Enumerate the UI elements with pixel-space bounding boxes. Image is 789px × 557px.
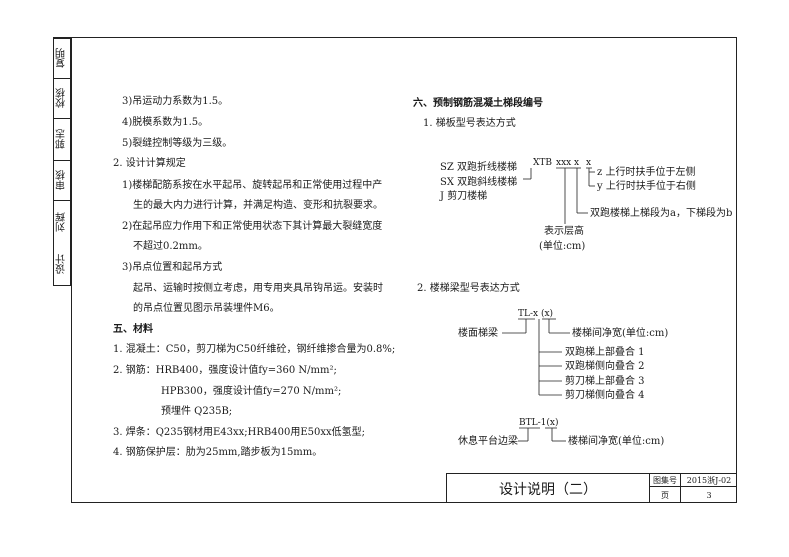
page-label: 页 [650, 487, 681, 503]
material-welding: 3. 焊条：Q235钢材用E43xx;HRB400用E50xx低氢型; [113, 427, 366, 438]
rule-2b: 不超过0.2mm。 [133, 241, 208, 252]
section-numbering: 六、预制钢筋混凝土梯段编号 [413, 98, 543, 109]
note-lift-factor: 3)吊运动力系数为1.5。 [122, 96, 229, 107]
rule-1b: 生的最大内力进行计算，并满足构造、变形和抗裂要求。 [133, 200, 383, 211]
atlas-label: 图集号 [650, 474, 681, 487]
signature-strip: 复明 校核 郭志 审核 刘辉 设计 [53, 37, 71, 286]
code-run: x [574, 158, 580, 168]
floor-height-unit: (单位:cm) [539, 241, 586, 252]
section-materials: 五、材料 [113, 324, 153, 335]
handrail-right: y 上行时扶手位于右侧 [597, 181, 696, 192]
overlap-2: 双跑梯侧向叠合 2 [565, 361, 645, 372]
material-rebar: 2. 钢筋：HRB400，强度设计值fy=360 N/mm²; [113, 365, 337, 376]
type-j: J 剪刀楼梯 [440, 191, 488, 202]
slab-code-heading: 1. 梯板型号表达方式 [423, 118, 516, 129]
rule-2a: 2)在起吊应力作用下和正常使用状态下其计算最大裂缝宽度 [122, 221, 383, 232]
title-block: 设计说明（二） 图集号 2015浙J-02 页 3 [446, 473, 737, 503]
rule-3b: 的吊点位置见图示吊装埋件M6。 [133, 303, 280, 314]
page-number: 3 [706, 490, 712, 500]
overlap-1: 双跑梯上部叠合 1 [565, 347, 645, 358]
drawing-frame [71, 37, 737, 503]
sheet-title: 设计说明（二） [447, 474, 650, 503]
code-floor: xxx [556, 158, 572, 168]
rule-3: 3)吊点位置和起吊方式 [122, 262, 223, 273]
atlas-number: 2015浙J-02 [681, 474, 737, 487]
material-cover: 4. 钢筋保护层：肋为25mm,踏步板为15mm。 [113, 447, 323, 458]
material-concrete: 1. 混凝土：C50，剪刀梯为C50纤维砼，钢纤维掺合量为0.8%; [113, 344, 396, 355]
floor-height: 表示层高 [544, 226, 584, 237]
note-demold-factor: 4)脱模系数为1.5。 [122, 117, 209, 128]
handrail-left: z 上行时扶手位于左侧 [597, 167, 696, 178]
rule-3a: 起吊、运输时按侧立考虑，用专用夹具吊钩吊运。安装时 [133, 283, 383, 294]
type-sz: SZ 双跑折线楼梯 [440, 162, 517, 173]
stair-width-2: 楼梯间净宽(单位:cm) [568, 436, 665, 447]
note-crack-level: 5)裂缝控制等级为三级。 [122, 138, 233, 149]
rule-1a: 1)楼梯配筋系按在水平起吊、旋转起吊和正常使用过程中产 [122, 180, 383, 191]
section-calc-rules: 2. 设计计算规定 [113, 158, 186, 169]
material-rebar-hpb: HPB300，强度设计值fy=270 N/mm²; [161, 386, 342, 397]
platform-beam: 休息平台边梁 [458, 436, 518, 447]
code-tl: TL-x (x) [518, 309, 554, 319]
beam-code-heading: 2. 楼梯梁型号表达方式 [417, 283, 520, 294]
code-btl: BTL-1(x) [519, 418, 559, 428]
stair-width-1: 楼梯间净宽(单位:cm) [572, 328, 669, 339]
type-sx: SX 双跑斜线楼梯 [440, 177, 518, 188]
overlap-3: 剪刀梯上部叠合 3 [565, 376, 645, 387]
code-xtb: XTB [533, 158, 553, 168]
run-ab: 双跑楼梯上梯段为a，下梯段为b [590, 208, 733, 219]
overlap-4: 剪刀梯侧向叠合 4 [565, 390, 645, 401]
code-hand: x [586, 158, 592, 168]
floor-beam: 楼面梯梁 [458, 328, 498, 339]
material-embedded: 预埋件 Q235B; [161, 406, 233, 417]
